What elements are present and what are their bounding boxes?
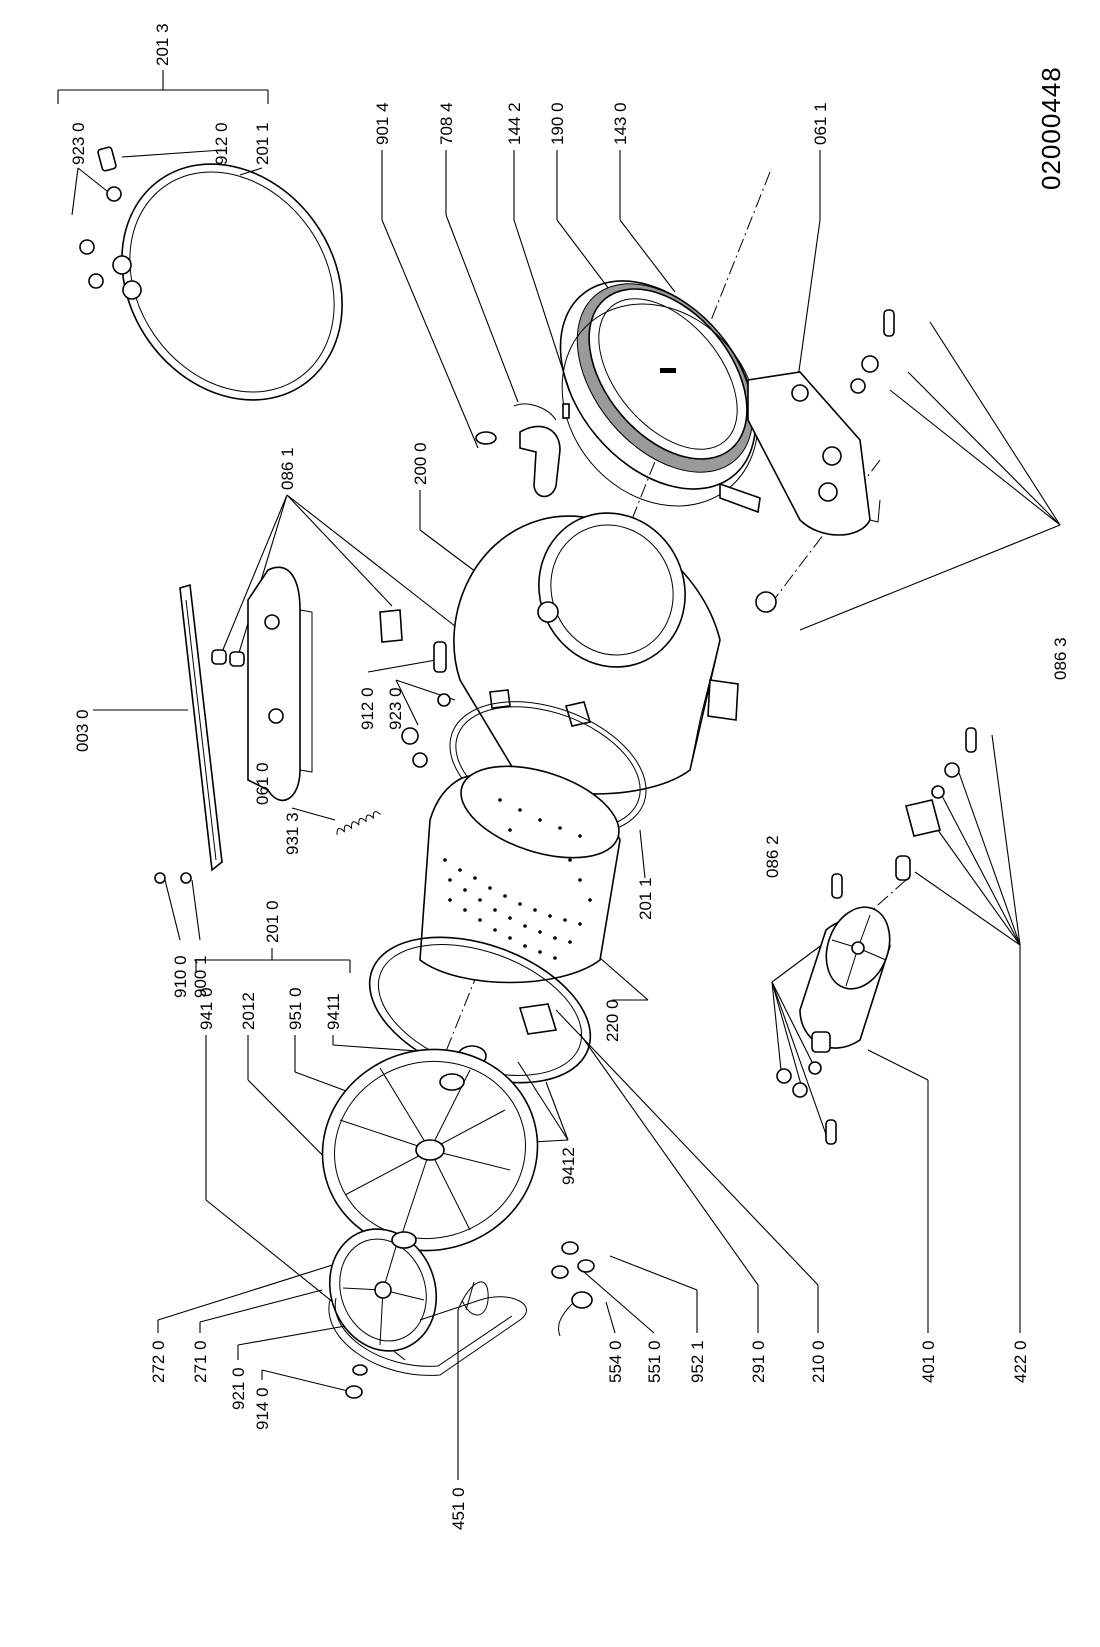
drive-belt [328, 1296, 527, 1376]
label-086-3: 086 3 [1051, 637, 1070, 680]
outer-tub [453, 512, 739, 795]
label-900-1: 900 1 [191, 955, 210, 998]
label-923-0-top: 923 0 [69, 122, 88, 165]
label-086-1: 086 1 [278, 447, 297, 490]
label-401-0: 401 0 [919, 1340, 938, 1383]
label-210-0: 210 0 [809, 1340, 828, 1383]
label-923-0-mid: 923 0 [386, 687, 405, 730]
label-951-0: 951 0 [286, 987, 305, 1030]
label-190-0: 190 0 [548, 102, 567, 145]
label-201-0: 201 0 [263, 900, 282, 943]
label-291-0: 291 0 [749, 1340, 768, 1383]
label-910-0: 910 0 [171, 955, 190, 998]
drain-hose [475, 403, 570, 498]
weight-bolts [850, 309, 895, 394]
label-271-0: 271 0 [191, 1340, 210, 1383]
label-9412: 9412 [559, 1147, 578, 1185]
heating-seals [551, 1241, 595, 1337]
label-143-0: 143 0 [611, 102, 630, 145]
label-914-0: 914 0 [253, 1387, 272, 1430]
inner-drum [419, 765, 621, 984]
label-200-0: 200 0 [411, 442, 430, 485]
label-554-0: 554 0 [606, 1340, 625, 1383]
label-422-0: 422 0 [1011, 1340, 1030, 1383]
label-921-0: 921 0 [229, 1367, 248, 1410]
motor-mount-hardware [895, 727, 977, 881]
pulley-nut-washer [345, 1364, 368, 1399]
spring [336, 811, 381, 835]
label-708-4: 708 4 [437, 102, 456, 145]
label-912-0-mid: 912 0 [358, 687, 377, 730]
label-220-0: 220 0 [603, 999, 622, 1042]
label-551-0: 551 0 [645, 1340, 664, 1383]
counterweight-right [719, 371, 881, 613]
counterweight-left [211, 566, 313, 802]
label-2012: 2012 [239, 992, 258, 1030]
label-941-0: 941 0 [197, 987, 216, 1030]
label-901-4: 901 4 [373, 102, 392, 145]
label-9411: 9411 [324, 993, 343, 1030]
label-144-2: 144 2 [505, 102, 524, 145]
label-003-0: 003 0 [73, 709, 92, 752]
label-952-1: 952 1 [688, 1340, 707, 1383]
document-id: 02000448 [1036, 66, 1066, 190]
label-061-1: 061 1 [811, 102, 830, 145]
label-061-0: 061 0 [253, 762, 272, 805]
belt-pulley [328, 1228, 438, 1352]
rail-bar [154, 583, 223, 884]
label-201-3: 201 3 [153, 23, 172, 66]
label-201-1-lower: 201 1 [636, 877, 655, 920]
door-seal-ring [559, 280, 759, 507]
label-912-0-top: 912 0 [212, 122, 231, 165]
label-086-2: 086 2 [763, 835, 782, 878]
part-labels: 201 3 923 0 912 0 201 1 901 4 708 4 144 … [69, 23, 1070, 1530]
tension-ring-top [79, 146, 343, 401]
label-451-0: 451 0 [449, 1487, 468, 1530]
motor [799, 906, 891, 1053]
belt-tool [457, 1281, 489, 1316]
label-272-0: 272 0 [149, 1340, 168, 1383]
label-201-1-top: 201 1 [253, 122, 272, 165]
motor-bolts [776, 873, 843, 1145]
drum-cross [321, 1048, 539, 1252]
label-931-3: 931 3 [283, 812, 302, 855]
